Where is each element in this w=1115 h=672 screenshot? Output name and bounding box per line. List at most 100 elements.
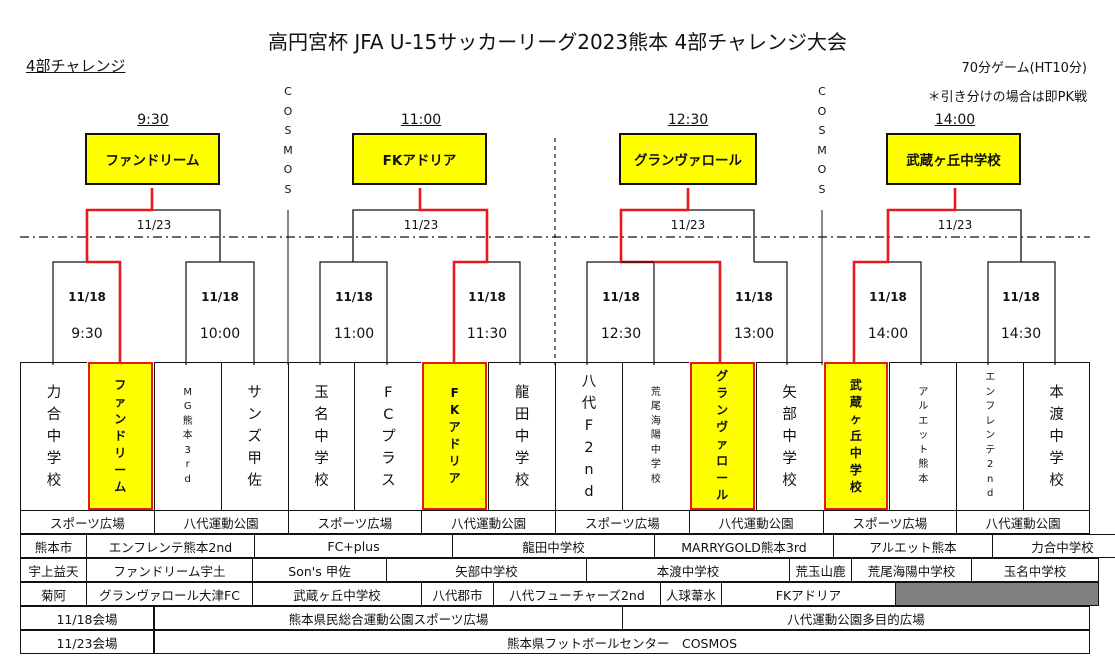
team-char: ァ	[716, 437, 729, 451]
group-cell: 熊本市	[20, 534, 87, 558]
team-char: 甲	[247, 450, 262, 467]
team-char: ー	[114, 462, 127, 477]
venue-cell: スポーツ広場	[287, 510, 423, 534]
group-cell: MARRYGOLD熊本3rd	[654, 534, 834, 558]
team-char: ン	[114, 411, 127, 426]
venue-cell: 八代運動公園	[153, 510, 289, 534]
venue-date-label-1123: 11/23会場	[20, 630, 154, 654]
team-char: 学	[314, 450, 329, 467]
qf-time-6: 13:00	[733, 326, 775, 342]
rule-draw-pk: ＊引き分けの場合は即PK戦	[927, 90, 1087, 105]
team-char: 田	[514, 406, 530, 423]
venue-cell: 八代運動公園	[688, 510, 824, 534]
page-title: 高円宮杯 JFA U-15サッカーリーグ2023熊本 4部チャレンジ大会	[267, 30, 848, 54]
team-char: G	[183, 401, 192, 413]
group-cell: 武蔵ヶ丘中学校	[252, 582, 422, 606]
rule-game-length: 70分ゲーム(HT10分)	[961, 61, 1087, 76]
group-cell: 本渡中学校	[586, 558, 790, 582]
team-char: ズ	[247, 428, 262, 445]
team-column-12: 矢部中学校	[755, 362, 823, 510]
qf-time-1: 9:30	[71, 326, 103, 342]
semi-date-4: 11/23	[937, 218, 973, 232]
team-char: エ	[918, 415, 929, 427]
team-column-5: 玉名中学校	[287, 362, 355, 510]
group-cell: 荒尾海陽中学校	[851, 558, 972, 582]
group-cell: FC+plus	[254, 534, 453, 558]
team-char: ロ	[716, 454, 729, 468]
qf-time-7: 14:00	[867, 326, 909, 342]
group-cell: アルエット熊本	[833, 534, 993, 558]
venue-cell: スポーツ広場	[822, 510, 958, 534]
winner-path-1	[85, 188, 154, 362]
group-cell: 玉名中学校	[971, 558, 1099, 582]
team-char: 学	[46, 450, 62, 467]
team-column-1: 力合中学校	[20, 362, 87, 510]
team-char: ー	[716, 471, 729, 485]
venue-1118-right: 八代運動公園多目的広場	[622, 606, 1090, 630]
group-cell: 八代郡市	[421, 582, 494, 606]
qf-date-7: 11/18	[869, 290, 907, 304]
team-char: C	[383, 406, 394, 423]
team-char: 本	[918, 473, 929, 485]
team-char: 中	[46, 428, 62, 445]
team-char: 熊	[918, 459, 929, 471]
team-char: 校	[514, 472, 530, 489]
info-table: スポーツ広場八代運動公園スポーツ広場八代運動公園スポーツ広場八代運動公園スポーツ…	[20, 510, 1115, 655]
team-char: ン	[985, 430, 996, 442]
qf-time-8: 14:30	[1000, 326, 1042, 342]
team-char: 佐	[247, 472, 262, 489]
team-column-13: 武蔵ヶ丘中学校	[823, 362, 889, 510]
team-char: ァ	[114, 394, 127, 409]
team-column-14: アルエット熊本	[889, 362, 957, 510]
team-char: 尾	[650, 401, 661, 413]
team-char: 3	[184, 444, 191, 456]
team-char: 部	[782, 406, 797, 423]
team-char: ン	[247, 406, 262, 423]
team-char: 中	[650, 444, 661, 456]
team-char: 蔵	[849, 394, 862, 409]
team-column-4: サンズ甲佐	[220, 362, 288, 510]
group-cell: 龍田中学校	[452, 534, 655, 558]
team-char: 校	[650, 473, 661, 485]
team-char: 玉	[314, 384, 329, 401]
semi-date-3: 11/23	[670, 218, 706, 232]
team-char: ヶ	[849, 411, 862, 426]
qf-date-8: 11/18	[1002, 290, 1040, 304]
team-char: ド	[114, 428, 127, 443]
final-box-4: 武蔵ヶ丘中学校	[886, 133, 1021, 185]
team-char: d	[184, 473, 191, 485]
team-char: 中	[514, 428, 530, 445]
team-char: F	[384, 384, 393, 401]
team-char: ヴ	[716, 420, 729, 434]
team-char: ン	[985, 386, 996, 398]
team-column-10: 荒尾海陽中学校	[621, 362, 689, 510]
team-char: 本	[1049, 384, 1064, 401]
team-char: 陽	[650, 430, 661, 442]
team-char: 渡	[1049, 406, 1064, 423]
team-char: K	[450, 403, 460, 417]
venue-1123: 熊本県フットボールセンター COSMOS	[154, 630, 1090, 654]
team-char: ア	[448, 420, 461, 434]
team-char: エ	[985, 372, 996, 384]
group-cell: 矢部中学校	[386, 558, 587, 582]
group-cell: ファンドリーム宇土	[86, 558, 253, 582]
team-char: 名	[314, 406, 329, 423]
team-char: 学	[514, 450, 530, 467]
team-char: 力	[46, 384, 62, 401]
team-char: ラ	[381, 450, 396, 467]
team-char: 荒	[650, 386, 661, 398]
winner-path-3	[619, 188, 722, 362]
team-char: 八	[581, 373, 597, 390]
team-char: r	[185, 459, 190, 471]
team-char: サ	[247, 384, 262, 401]
team-char: d	[584, 483, 594, 500]
team-column-8: 龍田中学校	[488, 362, 555, 510]
group-cell: 八代フューチャーズ2nd	[493, 582, 661, 606]
final-box-2: FKアドリア	[352, 133, 487, 185]
final-time-1: 9:30	[137, 112, 169, 128]
team-char: ン	[716, 403, 729, 417]
